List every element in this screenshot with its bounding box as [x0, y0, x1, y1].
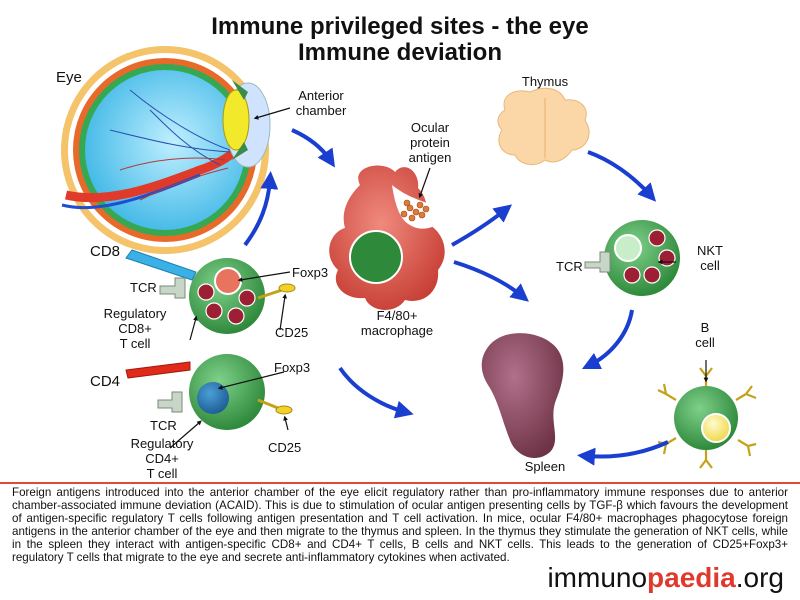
label-spleen: Spleen	[524, 459, 566, 474]
divider-rule	[0, 482, 800, 484]
logo-prefix: immuno	[547, 562, 648, 593]
cd8-tcr	[159, 277, 186, 299]
arrow-bcell-to-spleen	[577, 440, 669, 466]
label-eye: Eye	[56, 69, 82, 86]
logo-highlight: paedia	[647, 562, 736, 593]
label-pointers	[169, 107, 709, 449]
macrophage-nucleus	[349, 230, 403, 284]
cd4-molecule	[125, 361, 191, 379]
cd4-treg-illustration	[125, 354, 293, 430]
label-cd8: CD8	[90, 243, 121, 260]
label-cd4: CD4	[90, 373, 121, 390]
spleen	[481, 333, 564, 459]
diagram-graphics	[61, 46, 757, 469]
title-line-1: Immune privileged sites - the eye	[211, 13, 589, 40]
migration-arrows	[243, 128, 669, 466]
lens	[222, 89, 250, 151]
arrow-cd4-to-spleen	[338, 366, 414, 419]
arrow-cd8-to-eye	[243, 171, 279, 247]
eye-illustration	[61, 46, 271, 254]
arrow-macrophage-to-thymus	[451, 204, 513, 247]
macrophage-illustration	[329, 165, 450, 310]
cd8-molecule	[125, 249, 197, 281]
nkt-cell-illustration	[584, 220, 680, 296]
diagram-stage: Immune privileged sites - the eye Immune…	[56, 13, 757, 480]
cd8-cd25	[278, 283, 296, 293]
caption-text: Foreign antigens introduced into the ant…	[12, 486, 788, 565]
arrow-thymus-to-nkt	[587, 150, 657, 202]
immunopaedia-logo[interactable]: immunopaedia.org	[547, 562, 784, 594]
label-foxp3-cd8: Foxp3	[292, 265, 329, 280]
label-cd25-cd4: CD25	[268, 440, 302, 455]
nkt-tcr	[584, 251, 611, 273]
label-thymus: Thymus	[521, 74, 569, 89]
label-macrophage: F4/80+macrophage	[360, 308, 434, 338]
thymus	[497, 87, 590, 166]
title-line-2: Immune deviation	[297, 39, 503, 66]
label-tcr-nkt: TCR	[556, 259, 583, 274]
spleen-illustration	[481, 333, 564, 459]
label-cd25-cd8: CD25	[275, 325, 309, 340]
logo-suffix: .org	[735, 562, 784, 593]
arrow-eye-to-macrophage	[291, 128, 335, 168]
optic-nerve	[65, 146, 240, 203]
cd8-treg-illustration	[125, 249, 296, 334]
cd4-treg-nucleus	[197, 382, 229, 414]
label-foxp3-cd4: Foxp3	[274, 360, 311, 375]
nkt-granules	[623, 229, 676, 284]
cd4-cd25	[275, 405, 293, 415]
label-tcr-cd4: TCR	[150, 418, 177, 433]
b-cell-illustration	[657, 367, 757, 469]
label-tcr-cd8: TCR	[130, 280, 157, 295]
arrow-macrophage-to-spleen	[453, 260, 529, 302]
cd4-tcr	[157, 391, 183, 413]
antigen-particles	[400, 199, 430, 222]
thymus-illustration	[497, 87, 590, 166]
arrow-nkt-to-spleen	[581, 309, 634, 370]
